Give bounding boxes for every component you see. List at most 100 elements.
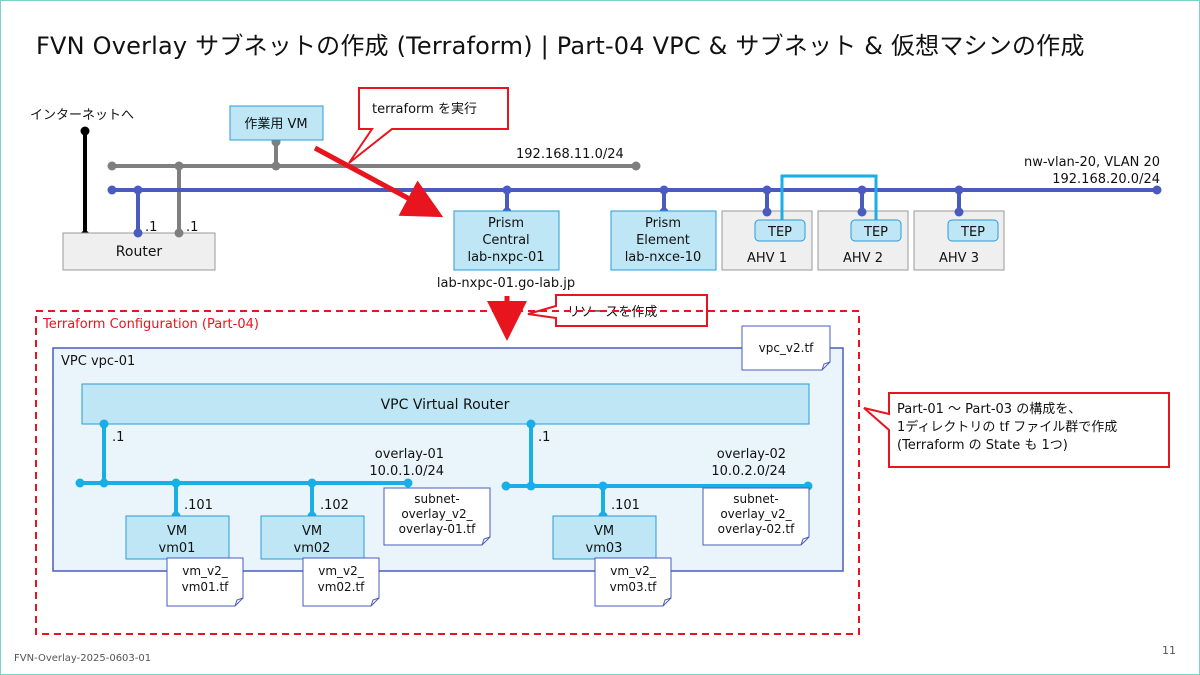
overlay1-line-dot	[99, 478, 109, 488]
vm03-file-l2: vm03.tf	[610, 580, 658, 594]
note-line2: 1ディレクトリの tf ファイル群で作成	[897, 419, 1117, 435]
ahv2-label: AHV 2	[843, 251, 883, 266]
overlay2-file-fold	[800, 536, 810, 546]
router-vlan-dot-top	[133, 185, 143, 195]
vlan-line-end-left	[107, 185, 117, 195]
tf-config-boundary	[35, 310, 860, 635]
mgmt-cidr-label: 192.168.11.0/24	[516, 147, 624, 162]
vm02-line1: VM	[302, 524, 322, 539]
internet-label: インターネットへ	[30, 108, 134, 123]
vm03-dot-top	[598, 481, 608, 491]
ahv1-label: AHV 1	[747, 251, 787, 266]
ahv3-dot-bottom	[954, 207, 964, 217]
router-vlan-dot-bottom	[133, 228, 143, 238]
ahv1-dot-bottom	[762, 207, 772, 217]
pc-line1: Prism	[488, 216, 524, 231]
overlay1-end-left	[75, 478, 85, 488]
vm02-file-icon	[302, 557, 380, 607]
mgmt-line-end-right	[631, 161, 641, 171]
work-vm-box	[229, 105, 324, 141]
ahv2-dot-bottom	[857, 207, 867, 217]
ahv2-tep-label: TEP	[863, 225, 888, 240]
pe-dot-top	[659, 185, 669, 195]
overlay1-router-ip: .1	[112, 430, 124, 445]
footer-doc-id: FVN-Overlay-2025-0603-01	[14, 653, 152, 664]
overlay1-file-l2: overlay_v2_	[401, 507, 473, 521]
ahv2-tep-box	[850, 219, 902, 242]
callout-resources-text: リソースを作成	[567, 305, 657, 320]
ahv3-tep-box	[947, 219, 999, 242]
vm02-file-fold	[370, 597, 380, 607]
vm02-dot-top	[307, 478, 317, 488]
vm02-file-l1: vm_v2_	[318, 564, 365, 578]
pc-dot-top	[502, 185, 512, 195]
vlan-line-end-right	[1152, 185, 1162, 195]
overlay2-end-left	[501, 481, 511, 491]
vlan-cidr-label: 192.168.20.0/24	[1052, 172, 1160, 187]
vm01-file-icon	[166, 557, 244, 607]
overlay2-file-l1: subnet-	[733, 492, 779, 506]
tf-config-label: Terraform Configuration (Part-04)	[42, 317, 259, 332]
ahv1-tep-box	[754, 219, 806, 242]
overlay2-router-dot	[526, 419, 536, 429]
prism-element-box	[610, 210, 717, 271]
work-vm-label: 作業用 VM	[244, 116, 307, 132]
overlay1-cidr: 10.0.1.0/24	[369, 464, 444, 479]
vpc-file-fold	[821, 361, 831, 371]
vm01-file-l2: vm01.tf	[182, 580, 230, 594]
overlay1-file-l3: overlay-01.tf	[399, 522, 476, 536]
page-title: FVN Overlay サブネットの作成 (Terraform) | Part-…	[36, 32, 1085, 60]
ahv3-dot-top	[954, 185, 964, 195]
prism-central-box	[453, 210, 560, 271]
vpc-file-label: vpc_v2.tf	[759, 341, 815, 355]
router-box	[62, 232, 216, 271]
pe-line2: Element	[636, 233, 690, 248]
vm01-line1: VM	[167, 524, 187, 539]
note-line3: (Terraform の State も 1つ)	[897, 438, 1068, 453]
overlay1-router-dot	[99, 419, 109, 429]
overlay2-line-dot	[526, 481, 536, 491]
router-vlan-ip: .1	[145, 220, 157, 235]
overlay2-file-l3: overlay-02.tf	[718, 522, 795, 536]
ahv3-tep-label: TEP	[960, 225, 985, 240]
mgmt-line-end-left	[107, 161, 117, 171]
overlay2-file-icon	[702, 487, 810, 546]
overlay1-file-icon	[383, 487, 491, 546]
vm02-ip: .102	[320, 498, 349, 513]
callout-terraform-box	[348, 87, 509, 164]
vm03-file-fold	[662, 597, 672, 607]
ahv1-dot-top	[762, 185, 772, 195]
overlay1-file-l1: subnet-	[414, 492, 460, 506]
overlay2-router-ip: .1	[538, 430, 550, 445]
workvm-dot-bottom	[271, 161, 281, 171]
vm01-file-l1: vm_v2_	[182, 564, 229, 578]
arrow-to-prism-central	[313, 145, 444, 218]
pe-line1: Prism	[645, 216, 681, 231]
overlay1-file-fold	[481, 536, 491, 546]
router-mgmt-ip: .1	[186, 220, 198, 235]
vm01-line2: vm01	[159, 541, 196, 556]
vm03-box	[552, 515, 657, 560]
overlay2-file-l2: overlay_v2_	[720, 507, 792, 521]
vm03-line2: vm03	[586, 541, 623, 556]
ahv2-dot-top	[857, 185, 867, 195]
uplink-dot-top	[80, 126, 90, 136]
ahv1-tep-label: TEP	[767, 225, 792, 240]
vpc-file-icon	[741, 325, 831, 371]
pc-line2: Central	[482, 233, 529, 248]
ahv3-label: AHV 3	[939, 251, 979, 266]
vlan-name-label: nw-vlan-20, VLAN 20	[1024, 155, 1160, 170]
overlay2-name: overlay-02	[717, 447, 786, 462]
router-label: Router	[116, 244, 163, 260]
overlay2-cidr: 10.0.2.0/24	[711, 464, 786, 479]
router-mgmt-dot-top	[174, 161, 184, 171]
vm01-box	[125, 515, 230, 560]
pe-line3: lab-nxce-10	[625, 250, 702, 265]
note-line1: Part-01 ～ Part-03 の構成を、	[897, 402, 1081, 417]
vm01-file-fold	[234, 597, 244, 607]
pc-fqdn: lab-nxpc-01.go-lab.jp	[437, 276, 575, 291]
vm02-file-l2: vm02.tf	[318, 580, 366, 594]
vm03-line1: VM	[594, 524, 614, 539]
vm01-ip: .101	[184, 498, 213, 513]
